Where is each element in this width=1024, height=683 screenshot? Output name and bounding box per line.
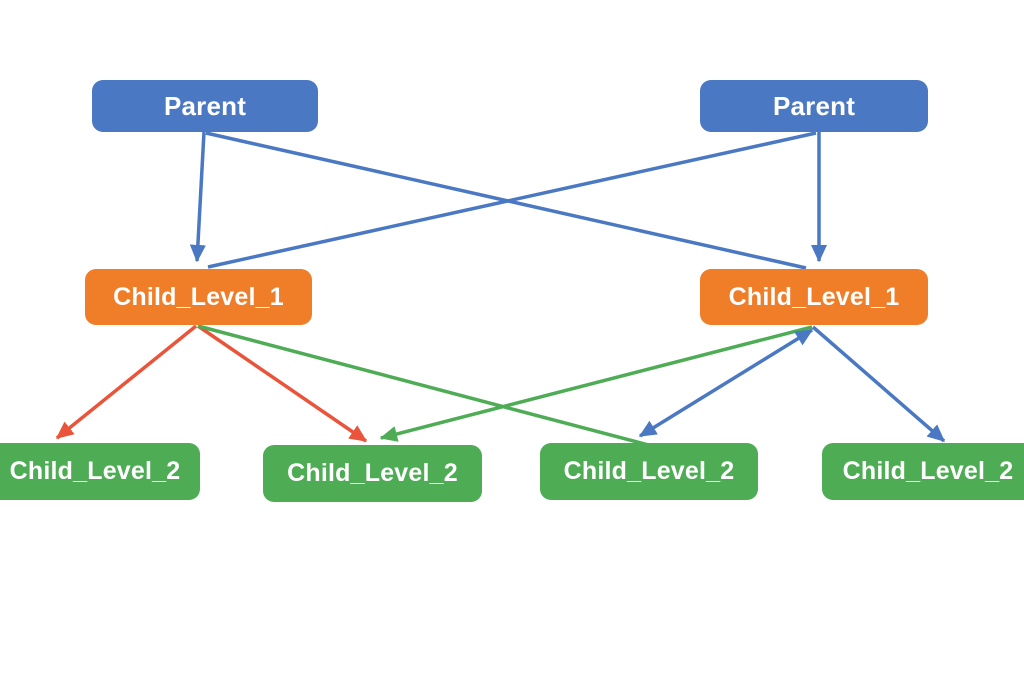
node-child2-a: Child_Level_2 xyxy=(0,443,200,500)
edge-child1-right-to-child2-d xyxy=(811,325,946,443)
node-parent-right: Parent xyxy=(700,80,928,132)
node-child2-d: Child_Level_2 xyxy=(822,443,1024,500)
edge-child1-right-to-child2-c xyxy=(638,328,814,438)
edge-child1-left-to-child2-c xyxy=(197,324,657,449)
node-child2-c: Child_Level_2 xyxy=(540,443,758,500)
node-child1-left: Child_Level_1 xyxy=(85,269,312,325)
edge-child1-right-to-child2-b xyxy=(379,325,813,442)
node-child2-b: Child_Level_2 xyxy=(263,445,482,502)
node-parent-left: Parent xyxy=(92,80,318,132)
edge-child1-left-to-child2-b xyxy=(197,324,368,443)
edge-child1-left-to-child2-a xyxy=(55,324,198,440)
edge-parent-right-to-child1-left xyxy=(207,131,817,269)
node-child1-right: Child_Level_1 xyxy=(700,269,928,325)
edge-parent-left-to-child1-right xyxy=(205,131,807,270)
edge-parent-left-to-child1-left xyxy=(189,131,206,263)
